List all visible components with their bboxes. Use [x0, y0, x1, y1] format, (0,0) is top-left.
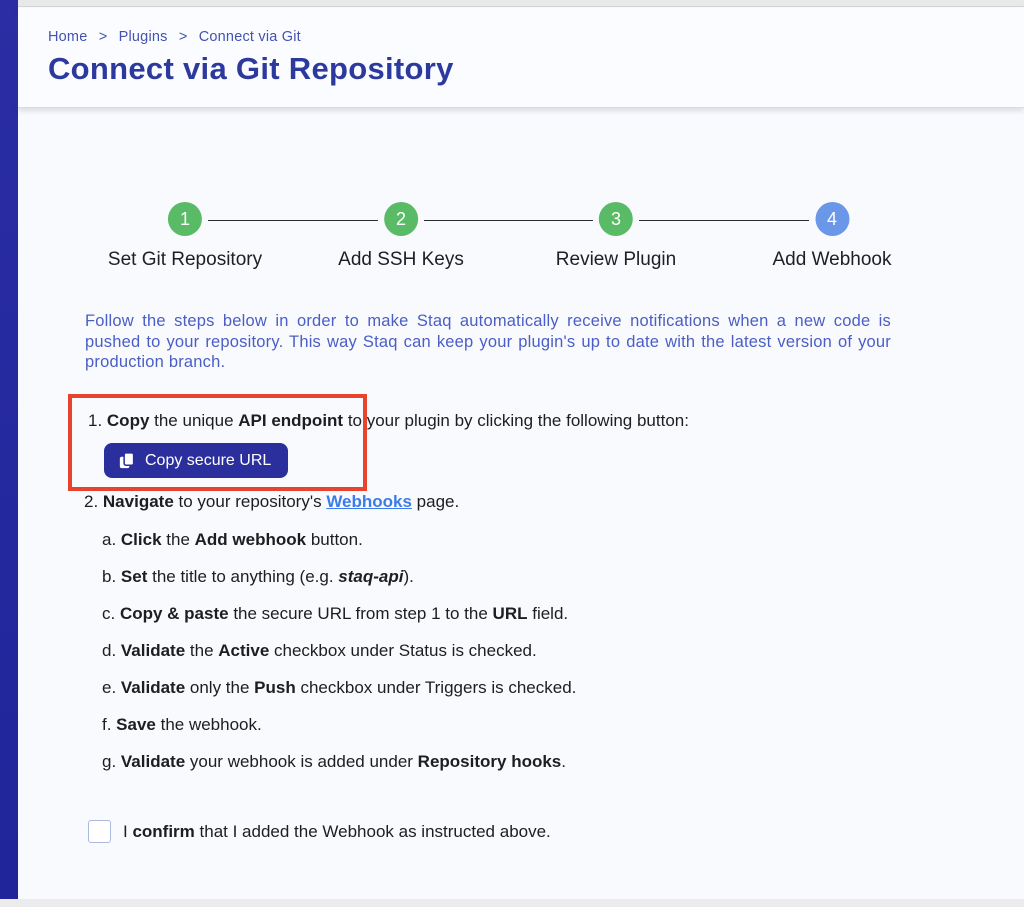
step-review-plugin: 3 Review Plugin — [556, 202, 676, 271]
breadcrumb-plugins[interactable]: Plugins — [118, 29, 168, 45]
substep-a: a. Click the Add webhook button. — [102, 530, 363, 549]
step-2-circle[interactable]: 2 — [383, 202, 418, 236]
step-1-label: Set Git Repository — [107, 249, 263, 270]
confirm-row: I confirm that I added the Webhook as in… — [88, 820, 551, 843]
substep-b: b. Set the title to anything (e.g. staq-… — [102, 567, 414, 586]
step-4-label: Add Webhook — [772, 249, 892, 270]
bottom-window-strip — [0, 899, 1024, 907]
substep-c: c. Copy & paste the secure URL from step… — [102, 604, 569, 623]
top-window-strip — [18, 0, 1024, 7]
substep-f: f. Save the webhook. — [102, 715, 262, 734]
step-3-circle[interactable]: 3 — [599, 202, 633, 236]
copy-secure-url-button[interactable]: Copy secure URL — [104, 443, 289, 478]
step-4-circle[interactable]: 4 — [814, 202, 849, 236]
step-2-label: Add SSH Keys — [338, 249, 464, 270]
confirm-checkbox[interactable] — [88, 820, 111, 843]
accent-sidebar-bar — [0, 0, 18, 899]
wizard-stepper: 1 Set Git Repository 2 Add SSH Keys 3 Re… — [18, 202, 1024, 272]
step-3-label: Review Plugin — [555, 249, 677, 270]
substep-d: d. Validate the Active checkbox under St… — [102, 641, 537, 660]
page-background — [18, 109, 1024, 899]
annotation-highlight-box — [68, 394, 367, 491]
step-connector — [208, 220, 378, 221]
substep-e: e. Validate only the Push checkbox under… — [102, 678, 577, 697]
intro-paragraph: Follow the steps below in order to make … — [85, 312, 891, 371]
copy-icon — [117, 451, 136, 470]
step-connector — [639, 220, 809, 221]
breadcrumb-separator: > — [178, 29, 188, 45]
substep-g: g. Validate your webhook is added under … — [102, 752, 566, 771]
step-connector — [424, 220, 593, 221]
instruction-substeps: a. Click the Add webhook button. b. Set … — [102, 530, 576, 789]
step-1-circle[interactable]: 1 — [167, 202, 202, 236]
step-add-ssh-keys: 2 Add SSH Keys — [338, 202, 464, 271]
confirm-label: I confirm that I added the Webhook as in… — [123, 821, 551, 841]
step-set-git-repository: 1 Set Git Repository — [108, 202, 262, 271]
instruction-item-1: 1. Copy the unique API endpoint to your … — [88, 411, 689, 430]
step-add-webhook: 4 Add Webhook — [772, 202, 892, 271]
breadcrumb-current: Connect via Git — [198, 29, 301, 45]
instruction-item-2: 2. Navigate to your repository's Webhook… — [84, 492, 460, 511]
breadcrumb-home[interactable]: Home — [48, 29, 88, 45]
copy-button-label: Copy secure URL — [145, 451, 272, 469]
page-title: Connect via Git Repository — [48, 51, 454, 86]
breadcrumb: Home > Plugins > Connect via Git — [48, 29, 1024, 45]
breadcrumb-separator: > — [98, 29, 108, 45]
page-header: Home > Plugins > Connect via Git Connect… — [18, 8, 1024, 108]
webhooks-link[interactable]: Webhooks — [326, 492, 412, 511]
